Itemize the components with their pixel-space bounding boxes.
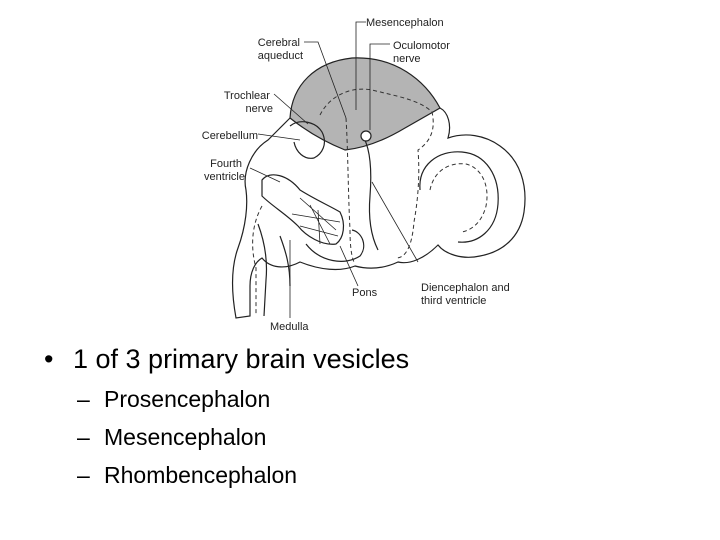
- leader-pons: [339, 245, 359, 287]
- leader-cerebral-aqueduct: [304, 41, 347, 119]
- sub-bullet-rhombencephalon: – Rhombencephalon: [44, 456, 704, 494]
- bullet-dot: •: [44, 344, 54, 374]
- label-trochlear-nerve: Trochlear nerve: [224, 90, 273, 115]
- oculomotor-stalk: [363, 137, 379, 251]
- sub-bullet-text: Mesencephalon: [104, 424, 267, 450]
- label-diencephalon: Diencephalon and third ventricle: [421, 282, 513, 307]
- label-mesencephalon: Mesencephalon: [366, 17, 444, 29]
- mesencephalon-shaded-region: [289, 57, 441, 151]
- sub-bullet-dash: –: [77, 386, 90, 412]
- label-medulla: Medulla: [270, 321, 309, 333]
- leader-trochlear: [273, 93, 309, 125]
- medulla-dashed-line: [252, 205, 263, 316]
- leader-oculomotor: [369, 43, 390, 130]
- medulla-outline: [257, 223, 291, 317]
- label-cerebral-aqueduct: Cerebral aqueduct: [258, 37, 303, 62]
- oculomotor-nerve-root: [360, 130, 372, 142]
- sub-bullet-dash: –: [77, 462, 90, 488]
- fourth-ventricle-outline: [261, 174, 345, 245]
- diencephalon-dashed-line: [429, 163, 488, 233]
- brain-vesicle-diagram: Mesencephalon Cerebral aqueduct Oculomot…: [202, 17, 526, 333]
- sub-bullet-dash: –: [77, 424, 90, 450]
- main-bullet: • 1 of 3 primary brain vesicles: [44, 338, 704, 380]
- sub-bullet-text: Rhombencephalon: [104, 462, 298, 488]
- label-oculomotor-nerve: Oculomotor nerve: [393, 40, 453, 65]
- label-fourth-ventricle: Fourth ventricle: [204, 158, 245, 183]
- leader-cerebellum: [257, 133, 301, 141]
- sub-bullet-text: Prosencephalon: [104, 386, 271, 412]
- leader-diencephalon: [371, 181, 419, 263]
- diencephalon-outline: [419, 151, 499, 243]
- leader-fourth-ventricle: [249, 167, 281, 183]
- cerebellum-outline: [289, 121, 326, 159]
- pons-outline: [305, 229, 365, 262]
- aqueduct-dashed-line: [345, 117, 355, 263]
- brain-outline: [231, 107, 526, 319]
- hindbrain-grid: [291, 197, 341, 245]
- label-pons: Pons: [352, 287, 378, 299]
- leader-mesencephalon: [355, 21, 366, 110]
- sub-bullet-mesencephalon: – Mesencephalon: [44, 418, 704, 456]
- bullet-list: • 1 of 3 primary brain vesicles – Prosen…: [44, 338, 704, 494]
- sub-bullet-prosencephalon: – Prosencephalon: [44, 380, 704, 418]
- main-bullet-text: 1 of 3 primary brain vesicles: [73, 344, 410, 374]
- label-cerebellum: Cerebellum: [202, 130, 258, 142]
